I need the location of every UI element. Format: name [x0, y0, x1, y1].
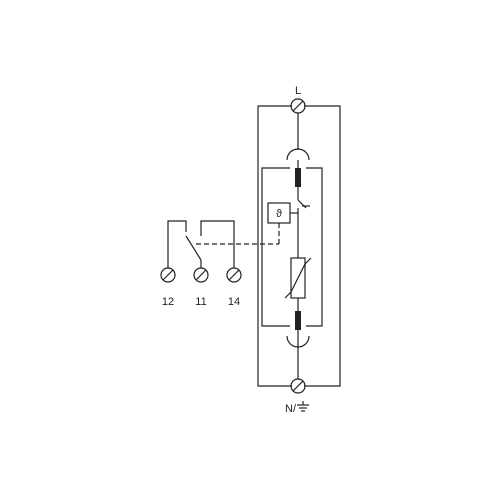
fuse-element-top	[295, 168, 301, 187]
terminal-label-12: 12	[162, 296, 174, 308]
plug-connector-top	[286, 148, 310, 161]
terminal-label-n: N/	[285, 403, 297, 415]
changeover-contact-blade	[185, 235, 202, 261]
thermal-symbol: ϑ	[276, 208, 282, 220]
fuse-element-bottom	[295, 311, 301, 330]
contact-wire-14	[200, 220, 235, 268]
terminal-12-screw	[160, 267, 176, 283]
varistor-characteristic	[284, 257, 312, 299]
terminal-label-l: L	[295, 85, 301, 97]
terminal-11-screw	[193, 267, 209, 283]
terminal-label-14: 14	[228, 296, 240, 308]
disconnector-blade	[297, 199, 307, 209]
housing-outline	[257, 105, 341, 387]
contact-wire-12	[167, 220, 187, 268]
terminal-l-screw	[290, 98, 306, 114]
terminal-14-screw	[226, 267, 242, 283]
ground-icon	[297, 401, 309, 412]
terminal-label-11: 11	[195, 296, 206, 308]
cartridge-frame	[261, 167, 323, 327]
terminal-n-screw	[290, 378, 306, 394]
